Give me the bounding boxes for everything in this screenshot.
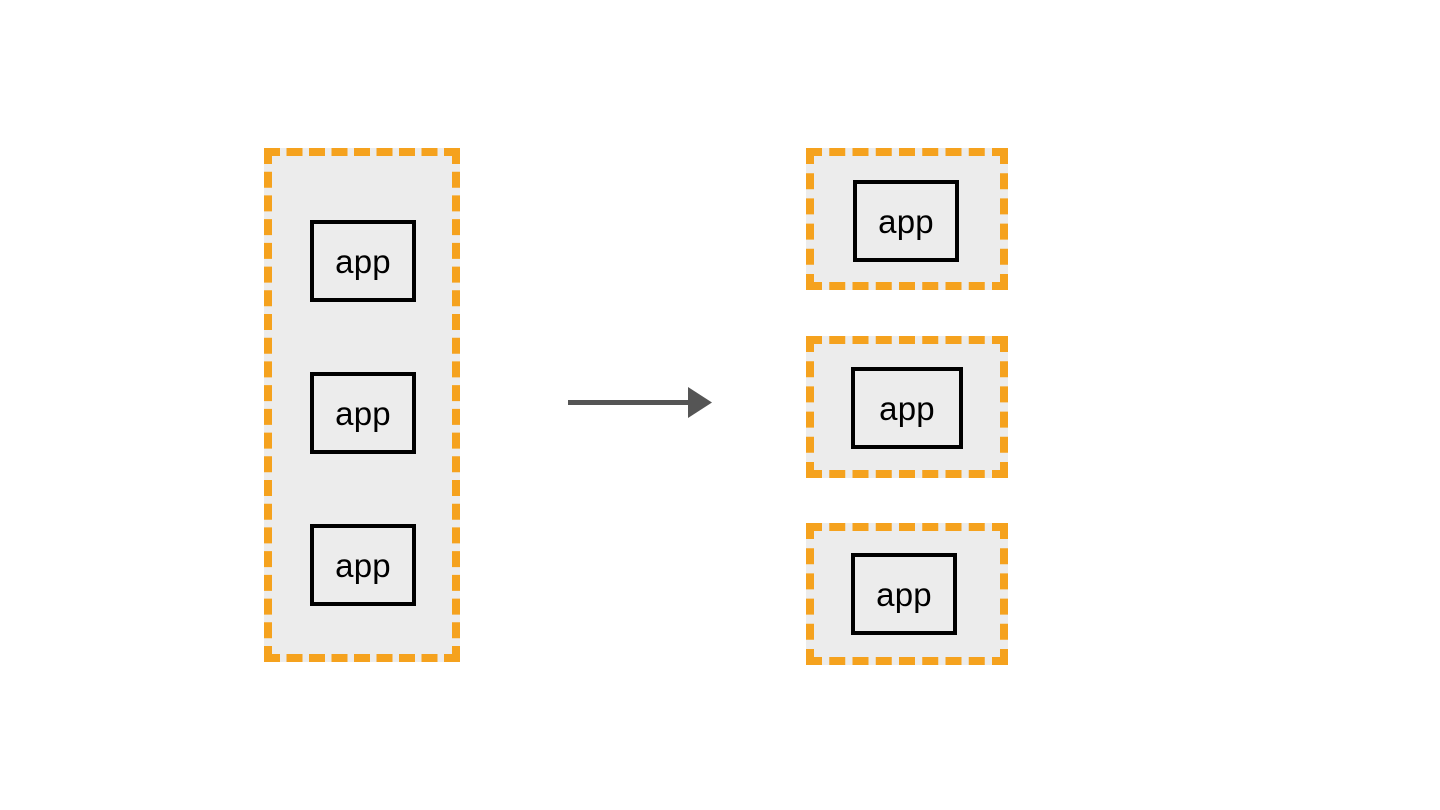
- app-box[interactable]: app: [851, 367, 963, 449]
- app-box-label: app: [879, 389, 935, 427]
- app-box[interactable]: app: [310, 220, 416, 302]
- app-box-label: app: [878, 202, 934, 240]
- app-box[interactable]: app: [851, 553, 957, 635]
- app-box-label: app: [876, 575, 932, 613]
- app-box-label: app: [335, 242, 391, 280]
- app-box-label: app: [335, 394, 391, 432]
- transformation-arrow-icon: [568, 387, 712, 418]
- arrow-head: [688, 387, 712, 418]
- app-box[interactable]: app: [853, 180, 959, 262]
- app-box-label: app: [335, 546, 391, 584]
- app-box[interactable]: app: [310, 524, 416, 606]
- app-box[interactable]: app: [310, 372, 416, 454]
